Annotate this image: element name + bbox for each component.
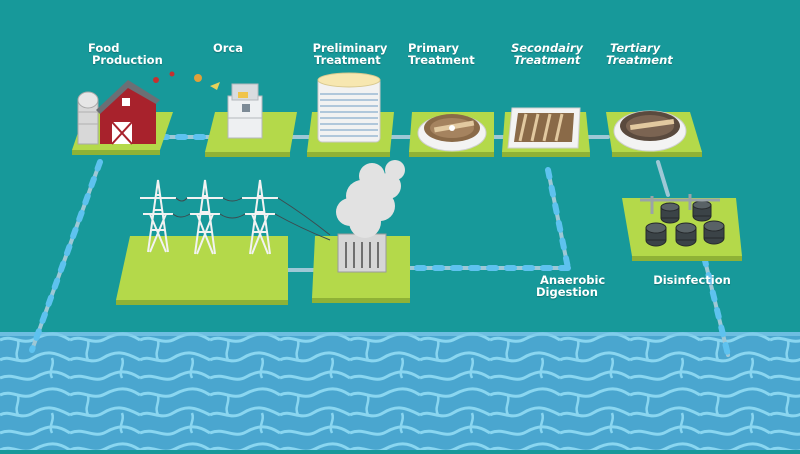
label-preliminary: Preliminary Treatment: [310, 42, 390, 66]
label-food-production: Food Production: [80, 42, 172, 66]
orca-machine: [228, 84, 262, 138]
label-food-line2: Production: [80, 54, 172, 66]
platform-power: [116, 236, 288, 300]
label-tertiary: Tertiary Treatment: [606, 42, 676, 66]
label-secondary-line2: Treatment: [508, 54, 586, 66]
label-orca: Orca: [208, 42, 248, 54]
label-primary: Primary Treatment: [408, 42, 474, 66]
label-disinfection: Disinfection: [644, 274, 740, 286]
label-orca-line1: Orca: [208, 42, 248, 54]
label-secondary: Secondairy Treatment: [508, 42, 586, 66]
label-anaerobic-line2: Digestion: [536, 286, 618, 298]
secondary-basin: [508, 108, 580, 148]
label-preliminary-line2: Treatment: [310, 54, 390, 66]
tertiary-clarifier: [614, 111, 686, 151]
label-anaerobic: Anaerobic Digestion: [536, 274, 618, 298]
label-disinfection-line1: Disinfection: [644, 274, 740, 286]
label-tertiary-line2: Treatment: [606, 54, 676, 66]
water-body: [0, 332, 800, 450]
label-primary-line2: Treatment: [408, 54, 474, 66]
preliminary-building: [318, 73, 380, 142]
